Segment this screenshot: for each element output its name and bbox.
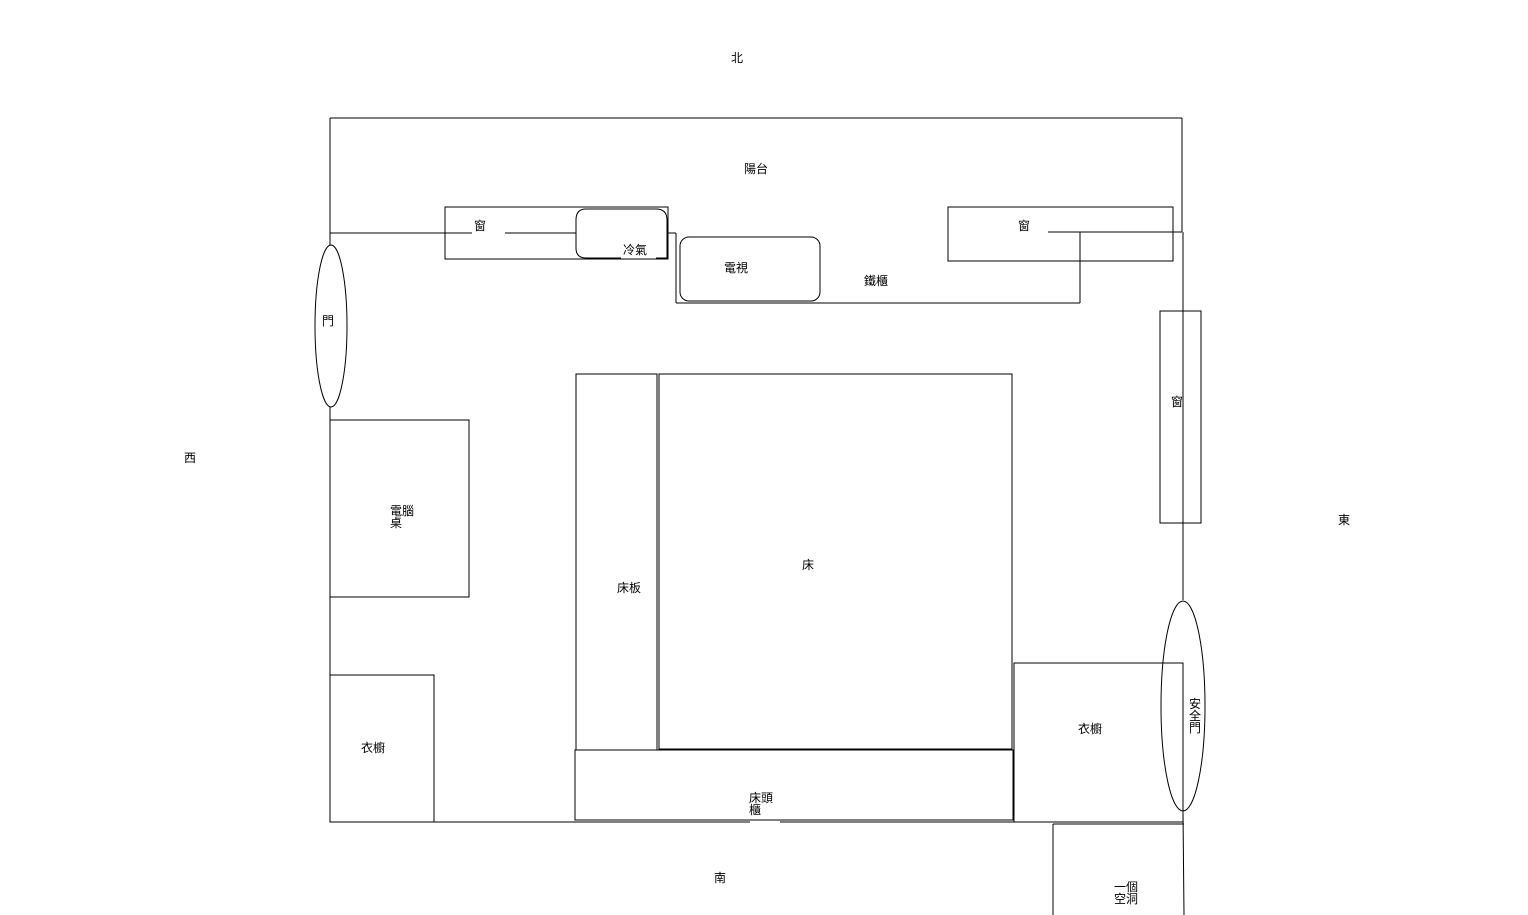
computer-desk	[329, 419, 470, 598]
wardrobe-right	[1013, 662, 1184, 823]
safety-door-label-2: 全	[1189, 708, 1201, 723]
computer-desk-label-2: 桌	[390, 516, 402, 530]
tv-unit	[679, 236, 821, 302]
compass-north: 北	[731, 51, 743, 65]
aircon-label: 冷氣	[623, 243, 647, 257]
void-area	[1052, 823, 1184, 915]
safety-door	[1160, 600, 1206, 812]
window-east	[1159, 310, 1202, 524]
window-east-label: 窗	[1171, 395, 1183, 409]
wardrobe-left	[329, 674, 435, 823]
bedside-cabinet-label-2: 櫃	[749, 803, 761, 817]
compass-east: 東	[1338, 513, 1350, 527]
balcony-divider	[330, 231, 1182, 234]
iron-cabinet-label: 鐵櫃	[864, 273, 888, 288]
bedside-cabinet	[574, 749, 1014, 821]
balcony-label: 陽台	[744, 161, 768, 176]
window-right-label: 窗	[1018, 219, 1030, 233]
window-left-label: 窗	[474, 219, 486, 233]
tv-label: 電視	[724, 260, 748, 275]
wardrobe-right-label: 衣櫥	[1078, 721, 1102, 736]
wardrobe-left-label: 衣櫥	[361, 740, 385, 755]
compass-west: 西	[184, 451, 196, 465]
void-label-1: 一個	[1114, 880, 1138, 894]
computer-desk-label-1: 電腦	[390, 503, 414, 518]
aircon-unit	[575, 208, 668, 259]
safety-door-label-1: 安	[1189, 696, 1201, 711]
headboard	[575, 373, 658, 751]
bedside-cabinet-label-1: 床頭	[749, 791, 773, 805]
door-label: 門	[322, 314, 334, 328]
headboard-label: 床板	[617, 581, 641, 595]
void-label-2: 空洞	[1114, 892, 1138, 906]
door-west	[314, 244, 348, 408]
window-left	[444, 206, 669, 260]
bed	[658, 373, 1013, 750]
safety-door-label-3: 門	[1189, 721, 1201, 735]
iron-cabinet	[675, 232, 1081, 304]
compass-south: 南	[714, 870, 726, 885]
bed-label: 床	[802, 558, 814, 572]
window-right	[947, 206, 1174, 262]
